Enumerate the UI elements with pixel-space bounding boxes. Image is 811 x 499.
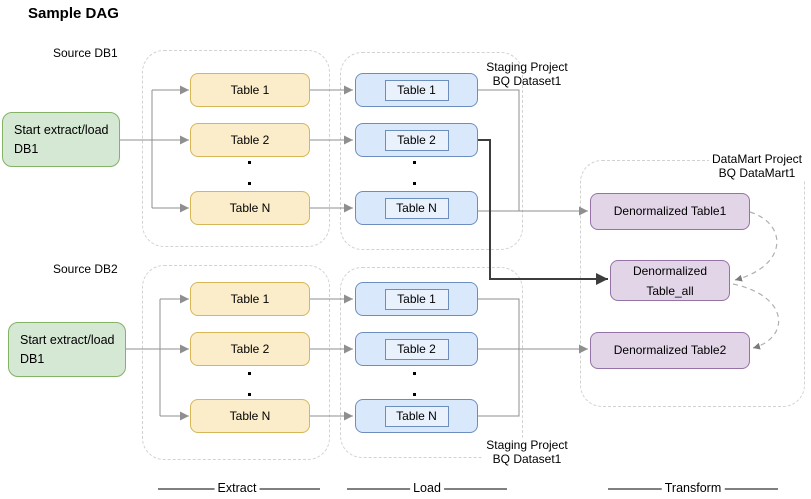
denormalized-table1-node: Denormalized Table1 — [590, 193, 750, 230]
extract-table-2-db2: Table 2 — [190, 332, 310, 366]
extract-table-1-db2: Table 1 — [190, 282, 310, 316]
load-table-inner-box: Table 1 — [384, 288, 449, 310]
start-extract-load-db1-node: Start extract/load DB1 — [2, 112, 120, 167]
staging-project-label-db1: Staging Project BQ Dataset1 — [486, 60, 568, 88]
ellipsis-dot — [248, 182, 251, 185]
gray-connectors — [120, 85, 588, 421]
legend-extract: Extract — [214, 481, 260, 495]
staging-project-label-db2: Staging Project BQ Dataset1 — [483, 438, 571, 466]
start-node-label: Start extract/load DB1 — [14, 122, 109, 156]
load-table-inner-box: Table N — [384, 197, 449, 219]
table2-to-table-all-connector — [478, 139, 608, 285]
load-table-inner-box: Table 2 — [384, 129, 449, 151]
ellipsis-dot — [413, 182, 416, 185]
extract-group-db1 — [142, 50, 330, 247]
legend-transform: Transform — [661, 481, 725, 495]
ellipsis-dot — [413, 161, 416, 164]
start-extract-load-db2-node: Start extract/load DB1 — [8, 322, 126, 377]
load-table-2-db2: Table 2 — [355, 332, 478, 366]
legend-load: Load — [410, 481, 444, 495]
load-table-2-db1: Table 2 — [355, 123, 478, 157]
extract-group-db2 — [142, 265, 330, 460]
datamart-group — [580, 160, 805, 407]
extract-table-1-db1: Table 1 — [190, 73, 310, 107]
load-group-db1 — [340, 52, 523, 250]
extract-table-n-db1: Table N — [190, 191, 310, 225]
page-title: Sample DAG — [28, 5, 119, 22]
source-db1-label: Source DB1 — [53, 46, 118, 60]
denormalized-curved-links — [732, 211, 780, 350]
load-table-1-db1: Table 1 — [355, 73, 478, 107]
load-group-db2 — [340, 267, 523, 458]
load-table-n-db1: Table N — [355, 191, 478, 225]
datamart-project-label: DataMart Project BQ DataMart1 — [708, 152, 806, 180]
extract-table-n-db2: Table N — [190, 399, 310, 433]
load-table-inner-box: Table 1 — [384, 79, 449, 101]
load-table-1-db2: Table 1 — [355, 282, 478, 316]
load-table-n-db2: Table N — [355, 399, 478, 433]
ellipsis-dot — [248, 393, 251, 396]
denormalized-table2-node: Denormalized Table2 — [590, 332, 750, 369]
load-table-inner-box: Table N — [384, 405, 449, 427]
ellipsis-dot — [413, 372, 416, 375]
denormalized-table-all-node: Denormalized Table_all — [610, 260, 730, 301]
start-node-label: Start extract/load DB1 — [20, 332, 115, 366]
ellipsis-dot — [248, 161, 251, 164]
load-table-inner-box: Table 2 — [384, 338, 449, 360]
extract-table-2-db1: Table 2 — [190, 123, 310, 157]
source-db2-label: Source DB2 — [53, 262, 118, 276]
ellipsis-dot — [413, 393, 416, 396]
ellipsis-dot — [248, 372, 251, 375]
